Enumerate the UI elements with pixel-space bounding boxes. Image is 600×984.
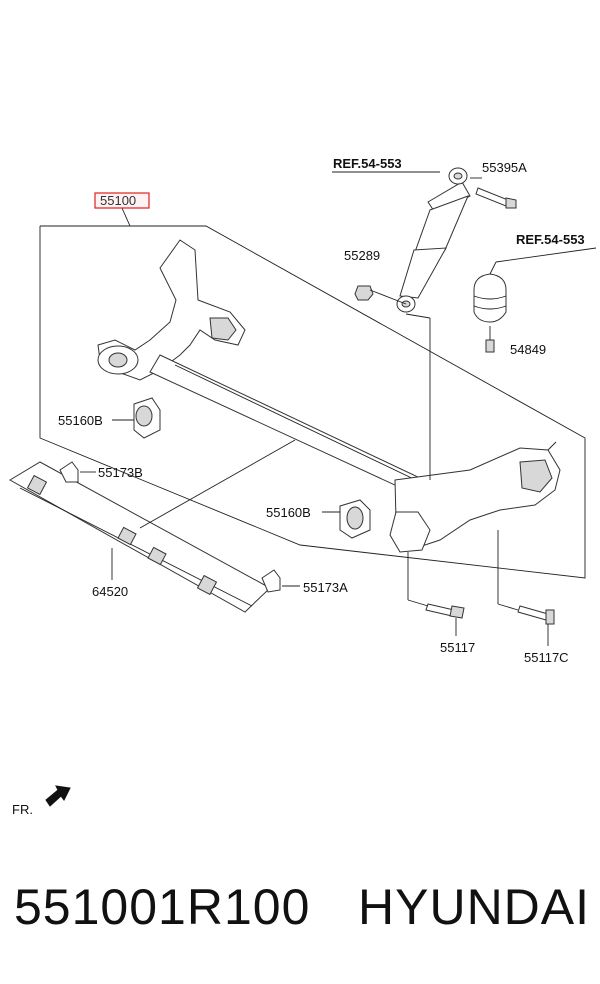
label-55100[interactable]: 55100 (100, 193, 136, 208)
label-55160b-left[interactable]: 55160B (58, 413, 103, 428)
bushing-right[interactable] (339, 499, 371, 539)
stabilizer-bar[interactable] (9, 461, 271, 613)
bolt-55117[interactable] (425, 603, 465, 619)
bolt-55117c[interactable] (517, 605, 555, 625)
bracket-55173a[interactable] (261, 569, 281, 593)
nut-55289[interactable] (354, 285, 374, 301)
torsion-beam-axle[interactable] (97, 239, 561, 553)
label-55173a[interactable]: 55173A (303, 580, 348, 595)
bushing-left[interactable] (133, 397, 161, 439)
shock-absorber[interactable] (396, 167, 471, 313)
label-54849[interactable]: 54849 (510, 342, 546, 357)
label-64520[interactable]: 64520 (92, 584, 128, 599)
label-55117c[interactable]: 55117C (524, 650, 569, 665)
assembly-outline (39, 225, 586, 579)
label-55160b-right[interactable]: 55160B (266, 505, 311, 520)
front-indicator-label: FR. (12, 802, 33, 817)
spring-pad[interactable] (473, 273, 507, 323)
label-55117[interactable]: 55117 (440, 640, 475, 655)
label-ref-spring[interactable]: REF.54-553 (516, 232, 585, 247)
bolt-55395a[interactable] (475, 187, 517, 209)
brand-caption: HYUNDAI (358, 879, 591, 935)
bolt-54849[interactable] (485, 326, 495, 353)
part-number-caption: 551001R100 (14, 879, 311, 935)
label-55395a[interactable]: 55395A (482, 160, 527, 175)
bracket-55173b[interactable] (59, 461, 79, 483)
label-ref-shock[interactable]: REF.54-553 (333, 156, 402, 171)
main-assembly-highlight (94, 192, 150, 209)
label-55289[interactable]: 55289 (344, 248, 380, 263)
label-55173b[interactable]: 55173B (98, 465, 143, 480)
front-arrow-icon (45, 785, 71, 807)
